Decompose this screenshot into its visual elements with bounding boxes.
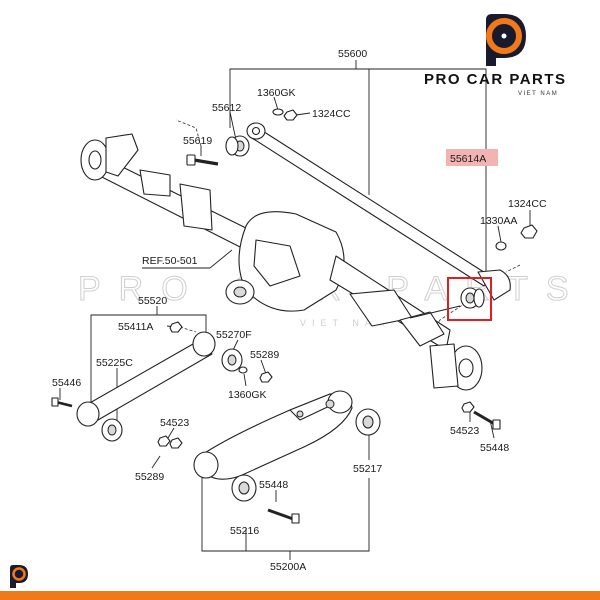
part-label-1360gk-mid: 1360GK xyxy=(228,389,267,401)
part-label-54523-right: 54523 xyxy=(450,425,479,437)
lower-arm-55200a xyxy=(193,390,353,480)
bushing-55216 xyxy=(231,474,257,502)
part-label-55520: 55520 xyxy=(138,295,167,307)
highlight-label-bg xyxy=(446,149,498,166)
bolt-55446 xyxy=(51,397,73,408)
bushing-55612 xyxy=(225,135,250,157)
part-label-55270f: 55270F xyxy=(216,329,252,341)
nut-1324cc-top xyxy=(283,109,298,121)
nut-1324cc-right xyxy=(520,224,538,239)
part-label-55200a: 55200A xyxy=(270,561,306,573)
bolt-55448-right xyxy=(473,410,501,430)
part-label-55411a: 55411A xyxy=(118,321,153,333)
bolt-55411a xyxy=(169,321,183,333)
part-label-54523-left: 54523 xyxy=(160,417,189,429)
part-label-1324cc-top: 1324CC xyxy=(312,108,351,120)
part-label-55448-right: 55448 xyxy=(480,442,509,454)
leader-lines xyxy=(59,60,531,560)
nut-55289-low xyxy=(169,437,183,449)
part-label-55612: 55612 xyxy=(212,102,241,114)
washer-1330aa xyxy=(495,241,507,251)
part-label-55225c: 55225C xyxy=(96,357,133,369)
brand-logo: PRO CAR PARTS VIET NAM xyxy=(424,14,567,97)
part-label-1360gk-top: 1360GK xyxy=(257,87,296,99)
part-labels: 55600 55612 1360GK 1324CC 55619 1324CC 1… xyxy=(52,48,547,573)
washer-1360gk-mid xyxy=(238,366,248,374)
reference-label: REF.50-501 xyxy=(142,255,198,267)
bushing-55217 xyxy=(355,408,381,436)
part-label-55217: 55217 xyxy=(353,463,382,475)
part-label-55289-mid: 55289 xyxy=(250,349,279,361)
part-label-1330aa: 1330AA xyxy=(480,215,517,227)
nut-55289-mid xyxy=(259,371,273,383)
part-label-55600: 55600 xyxy=(338,48,367,60)
part-label-1324cc-right: 1324CC xyxy=(508,198,547,210)
part-label-55289-low: 55289 xyxy=(135,471,164,483)
rear-axle-housing xyxy=(80,133,483,391)
bolt-55448-mid xyxy=(267,508,300,524)
brand-name: PRO CAR PARTS xyxy=(424,71,567,88)
brand-tagline: VIET NAM xyxy=(518,91,558,97)
part-label-55216: 55216 xyxy=(230,525,259,537)
trailing-arm-55520 xyxy=(76,331,216,427)
watermark-subtext: VIET NAM xyxy=(300,318,390,328)
part-label-55446: 55446 xyxy=(52,377,81,389)
part-label-55619: 55619 xyxy=(183,135,212,147)
pro-car-parts-logo-icon xyxy=(486,14,526,66)
part-label-55448-mid: 55448 xyxy=(259,479,288,491)
nut-54523-right xyxy=(461,401,475,413)
washer-1360gk-top xyxy=(272,108,284,116)
footer-bar xyxy=(0,591,600,600)
small-logo-icon xyxy=(10,565,28,588)
part-label-55614a: 55614A xyxy=(450,153,486,165)
highlight-box xyxy=(447,277,492,321)
bolt-55619 xyxy=(186,154,219,166)
nut-54523-left xyxy=(157,435,171,447)
bushing-55270f xyxy=(221,348,243,372)
bushing-55614a xyxy=(460,287,485,309)
bushing-55225c xyxy=(101,418,123,442)
